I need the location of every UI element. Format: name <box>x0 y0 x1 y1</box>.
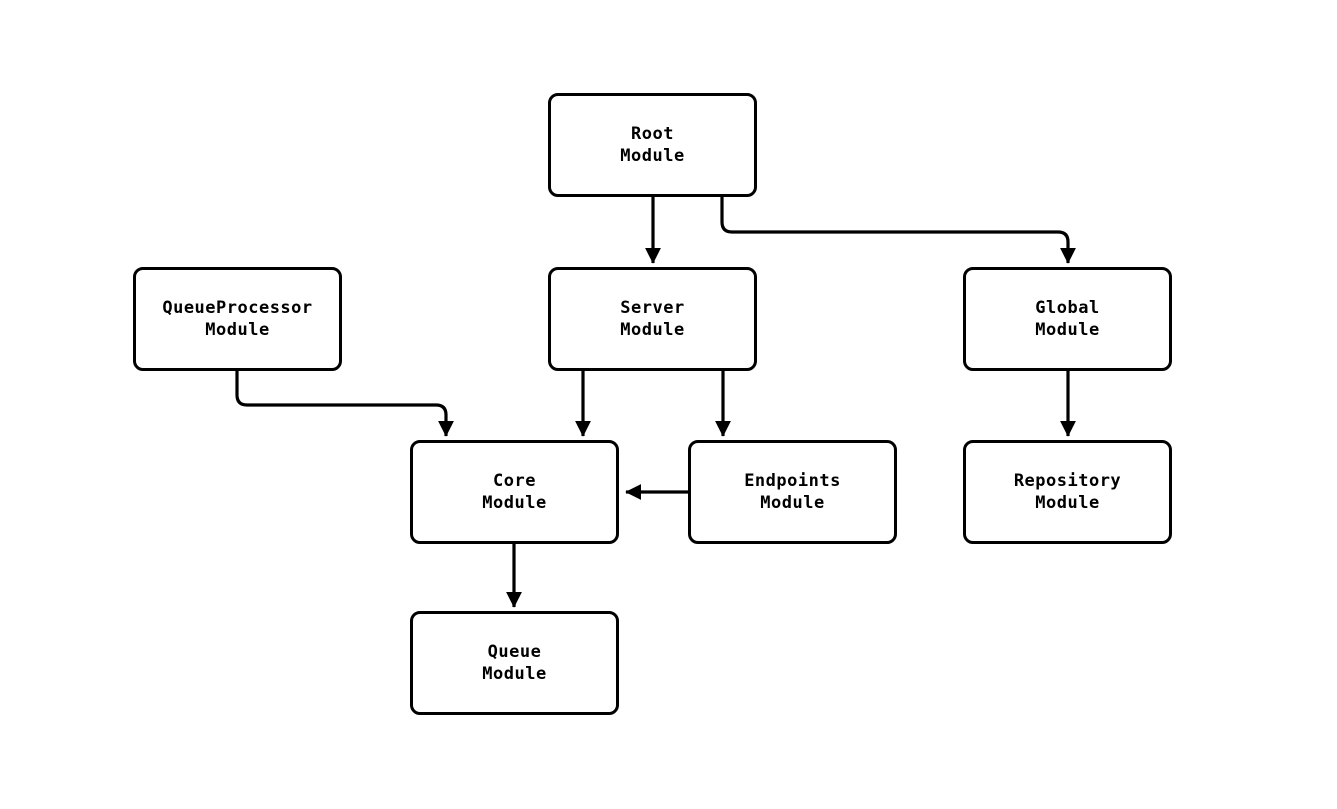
node-global-module: Global Module <box>963 267 1172 371</box>
edge-root-to-global <box>720 197 1076 264</box>
node-core-module: Core Module <box>410 440 619 544</box>
node-queueprocessor-module: QueueProcessor Module <box>133 267 342 371</box>
node-server-module: Server Module <box>548 267 757 371</box>
node-queue-module: Queue Module <box>410 611 619 715</box>
node-repository-module: Repository Module <box>963 440 1172 544</box>
edge-queueprocessor-to-core <box>235 371 454 437</box>
node-endpoints-module: Endpoints Module <box>688 440 897 544</box>
node-root-module: Root Module <box>548 93 757 197</box>
